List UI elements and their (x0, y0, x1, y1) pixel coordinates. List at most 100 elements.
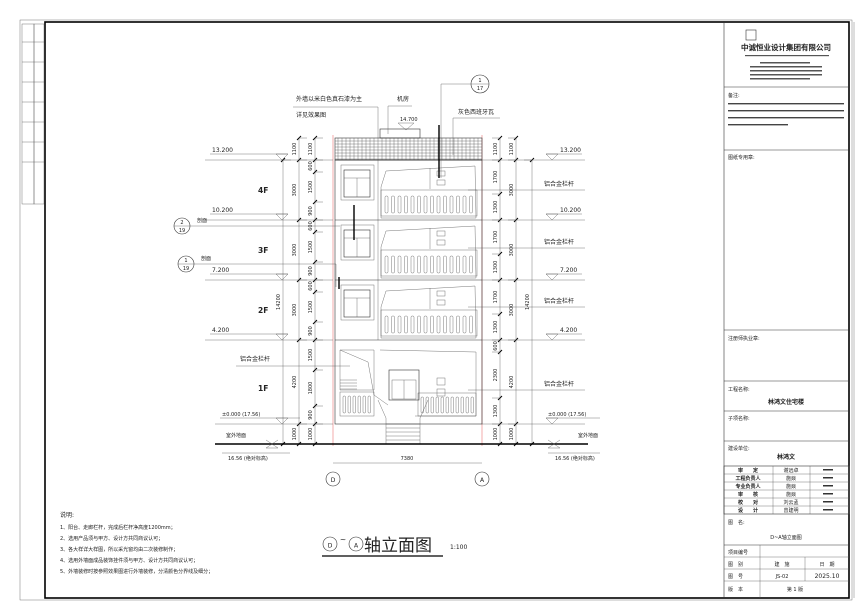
level-label-left: 7.200 (212, 267, 229, 274)
level-triangle-icon (545, 333, 559, 341)
title-block: 中诚恒业设计集团有限公司 备注: 图纸专用章: 注册师执业章: 工程名称: 林鸿… (723, 29, 850, 598)
signature-mark (823, 477, 833, 479)
balcony-railing (380, 189, 478, 217)
notes-heading: 说明: (60, 511, 74, 519)
dimension-value: 1000 (292, 428, 298, 441)
level-triangle-icon (545, 273, 559, 281)
company-name: 中诚恒业设计集团有限公司 (741, 42, 831, 52)
project-name-label: 工程名称: (728, 386, 750, 393)
note-item: 3、各大样详大样图，所以采光窗均由二次装修制作； (60, 546, 178, 553)
railing-label-1f: 铝合金栏杆 (544, 380, 574, 388)
level-triangle-icon (545, 153, 559, 161)
dimension-value: 900 (308, 410, 314, 420)
dimension-value: 14200 (276, 294, 282, 310)
signoff-name: 刘云孟 (783, 499, 798, 506)
signoff-name: 施燚 (786, 483, 796, 490)
version-value: 第 1 版 (787, 586, 803, 593)
title-axis-start: D (328, 543, 333, 550)
signoff-role: 设 计 (738, 507, 758, 514)
dimension-value: 900 (308, 266, 314, 276)
company-logo-icon (745, 29, 757, 41)
balcony-panel (380, 225, 477, 279)
floor-label: 4F (258, 186, 268, 195)
signature-mark (823, 509, 833, 511)
level-label-right: 10.200 (560, 207, 581, 214)
client-label: 建设单位: (728, 445, 750, 452)
facade-material-note: 外墙以米白色真石漆为主 (296, 95, 362, 103)
signoff-role: 审 核 (738, 491, 758, 498)
level-label-left: 13.200 (212, 147, 233, 154)
note-item: 4、选用外墙面成品装饰挂件须与甲方、设计方共同商议认可； (60, 557, 198, 564)
dimension-value: 900 (308, 206, 314, 216)
remarks-text-lines (728, 103, 844, 126)
signoff-role: 审 定 (738, 467, 758, 474)
floor-label: 2F (258, 306, 268, 315)
section-2-number: 2 (180, 220, 183, 226)
zero-level-right: ±0.000 (17.56) (548, 412, 586, 418)
dimension-value: 1500 (308, 349, 314, 362)
top-annotations: 外墙以米白色真石漆为主 详见效果图 机房 14.700 灰色西班牙瓦 1 17 (293, 74, 500, 178)
dimension-value: 3000 (292, 304, 298, 317)
axis-label-a: A (480, 477, 485, 484)
level-triangle-icon (275, 333, 289, 341)
balcony-railing (380, 309, 478, 337)
dimension-value: 1000 (493, 428, 499, 441)
version-label: 版 本 (728, 586, 743, 593)
dimension-value: 4200 (509, 376, 515, 389)
level-label-right: 13.200 (560, 147, 581, 154)
signature-mark (823, 485, 833, 487)
level-triangle-icon (275, 213, 289, 221)
sheet-frame (19, 19, 855, 601)
drawing-name: D~A轴立面图 (770, 534, 801, 541)
signoff-role: 校 对 (738, 499, 758, 506)
section-marker-2: 2 19 剖面 (173, 205, 355, 240)
dimension-chains: 1420010004200300030003000110010009001800… (276, 135, 535, 447)
axis-label-d: D (331, 477, 336, 484)
note-item: 2、选用产品须与甲方、设计方共同商议认可； (60, 535, 163, 542)
svg-text:~: ~ (340, 535, 346, 544)
signature-mark (823, 493, 833, 495)
level-label-left: 4.200 (212, 327, 229, 334)
dimension-value: 4200 (292, 376, 298, 389)
dimension-value: 1300 (493, 405, 499, 418)
signature-mark (823, 469, 833, 471)
title-axis-end: A (354, 543, 359, 550)
railing-labels: 铝合金栏杆 铝合金栏杆 铝合金栏杆 铝合金栏杆 铝合金栏杆 (236, 180, 585, 391)
level-triangle-icon (545, 213, 559, 221)
dimension-value: 1300 (493, 261, 499, 274)
elevation-drawing: 1420010004200300030003000110010009001800… (205, 128, 600, 447)
roof-level-label: 14.700 (400, 117, 418, 123)
detail-ref-sheet: 17 (477, 86, 483, 92)
dimension-value: 3000 (292, 184, 298, 197)
binding-strip (21, 23, 45, 205)
floor-label: 3F (258, 246, 268, 255)
sheet-number-label: 图 号 (728, 574, 743, 580)
level-label-left: 10.200 (212, 207, 233, 214)
dimension-value: 1700 (493, 291, 499, 304)
roof-tile-note: 灰色西班牙瓦 (458, 108, 494, 116)
drawing-scale: 1:100 (450, 544, 467, 551)
railing-label-left: 铝合金栏杆 (240, 355, 270, 363)
drawing-title: D ~ A 轴立面图 1:100 (322, 535, 467, 557)
signoff-name: 曾建明 (783, 507, 798, 514)
dimension-value: 1300 (493, 321, 499, 334)
floor-label: 1F (258, 384, 268, 393)
section-marker-1: 1 19 剖面 (177, 255, 340, 289)
axis-bubble-a (474, 471, 490, 487)
dimension-value: 1700 (493, 171, 499, 184)
detail-ref-number: 1 (478, 78, 481, 84)
dimension-value: 1000 (509, 428, 515, 441)
section-1-label: 剖面 (201, 255, 211, 262)
dimension-value: 2300 (493, 369, 499, 382)
roof-tile-band (334, 137, 483, 161)
dimension-value: 1800 (308, 382, 314, 395)
dimension-value: 3000 (509, 244, 515, 257)
dimension-value: 600 (308, 281, 314, 291)
client-name: 林鸿文 (777, 453, 796, 461)
drawing-seal-label: 图纸专用章: (728, 154, 755, 161)
level-triangle-icon (275, 153, 289, 161)
machine-room-label: 机房 (397, 95, 409, 103)
dimension-value: 1700 (493, 231, 499, 244)
note-item: 1、阳台、走廊栏杆，完成后栏杆净高度1200mm； (60, 524, 176, 531)
